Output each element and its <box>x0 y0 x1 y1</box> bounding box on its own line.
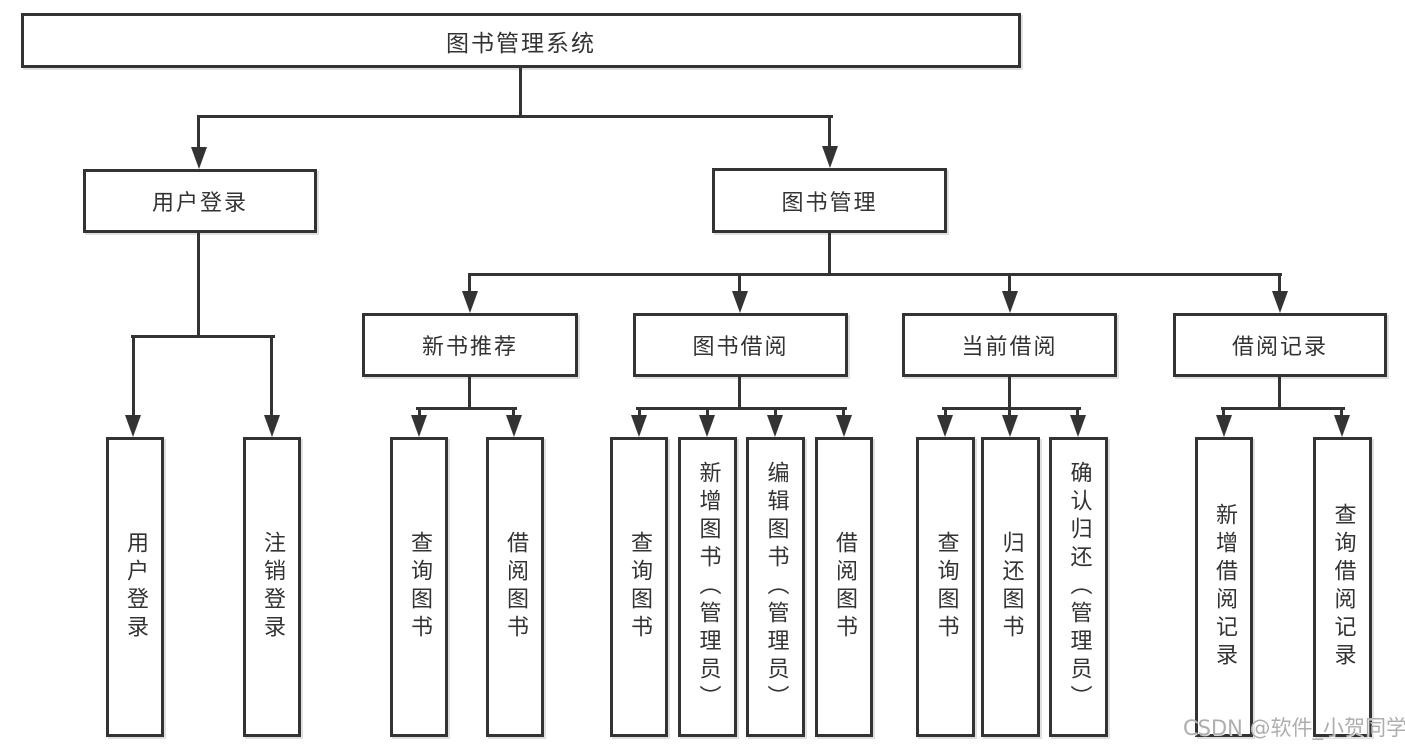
node-leaf-query-books-3: 查询图书 <box>916 437 975 737</box>
connector-line <box>1008 407 1011 417</box>
connector-line <box>468 377 471 409</box>
node-borrow-records: 借阅记录 <box>1173 313 1387 377</box>
connector-line <box>774 407 777 417</box>
arrowhead-down-icon <box>1272 291 1288 313</box>
node-leaf-confirm-return-admin: 确认归还（管理员） <box>1049 437 1108 737</box>
arrowhead-down-icon <box>699 415 715 437</box>
connector-line <box>1008 273 1011 293</box>
node-new-book-recommend: 新书推荐 <box>362 313 578 377</box>
arrowhead-down-icon <box>264 415 280 437</box>
connector-line <box>1221 407 1345 410</box>
arrowhead-down-icon <box>1002 415 1018 437</box>
connector-line <box>197 115 833 118</box>
connector-line <box>942 407 1081 410</box>
node-leaf-add-books-admin: 新增图书（管理员） <box>678 437 737 737</box>
arrowhead-down-icon <box>411 415 427 437</box>
connector-line <box>1278 377 1281 409</box>
arrowhead-down-icon <box>822 146 838 168</box>
connector-line <box>131 335 275 338</box>
arrowhead-down-icon <box>1334 415 1350 437</box>
connector-line <box>828 233 831 275</box>
arrowhead-down-icon <box>1002 291 1018 313</box>
arrowhead-down-icon <box>767 415 783 437</box>
node-library-management-system: 图书管理系统 <box>21 13 1021 68</box>
connector-line <box>636 407 847 410</box>
arrowhead-down-icon <box>125 415 141 437</box>
node-book-management: 图书管理 <box>712 168 947 233</box>
node-leaf-borrow-books-1: 借阅图书 <box>486 437 544 737</box>
connector-line <box>1008 377 1011 409</box>
connector-line <box>738 273 741 293</box>
node-leaf-query-books-1: 查询图书 <box>390 437 448 737</box>
connector-line <box>828 115 831 149</box>
node-leaf-query-borrow-record: 查询借阅记录 <box>1313 437 1372 737</box>
arrowhead-down-icon <box>1070 415 1086 437</box>
node-book-borrow: 图书借阅 <box>633 313 848 377</box>
arrowhead-down-icon <box>191 147 207 169</box>
arrowhead-down-icon <box>1216 415 1232 437</box>
node-leaf-return-books: 归还图书 <box>981 437 1040 737</box>
csdn-watermark: CSDN @软件_小贺同学 <box>1183 716 1405 740</box>
node-leaf-user-login: 用户登录 <box>106 437 164 737</box>
connector-line <box>1278 273 1281 293</box>
connector-line <box>197 115 200 149</box>
connector-line <box>706 407 709 417</box>
node-leaf-edit-books-admin: 编辑图书（管理员） <box>746 437 805 737</box>
node-leaf-add-borrow-record: 新增借阅记录 <box>1195 437 1253 737</box>
node-leaf-query-books-2: 查询图书 <box>610 437 668 737</box>
arrowhead-down-icon <box>836 415 852 437</box>
connector-line <box>842 407 845 417</box>
node-current-borrow: 当前借阅 <box>902 313 1117 377</box>
connector-line <box>270 335 273 417</box>
node-leaf-borrow-books-2: 借阅图书 <box>815 437 873 737</box>
node-leaf-logout: 注销登录 <box>243 437 301 737</box>
arrowhead-down-icon <box>732 291 748 313</box>
connector-line <box>944 407 947 417</box>
arrowhead-down-icon <box>937 415 953 437</box>
connector-line <box>1076 407 1079 417</box>
connector-line <box>416 407 517 410</box>
connector-line <box>468 273 471 293</box>
connector-line <box>197 233 200 337</box>
connector-line <box>132 335 135 417</box>
node-user-login: 用户登录 <box>83 169 317 233</box>
connector-line <box>1222 407 1225 417</box>
connector-line <box>1340 407 1343 417</box>
arrowhead-down-icon <box>631 415 647 437</box>
connector-line <box>638 407 641 417</box>
arrowhead-down-icon <box>462 291 478 313</box>
connector-line <box>468 273 1282 276</box>
connector-line <box>418 407 421 417</box>
connector-line <box>738 377 741 409</box>
arrowhead-down-icon <box>506 415 522 437</box>
connector-line <box>519 68 522 117</box>
connector-line <box>512 407 515 417</box>
